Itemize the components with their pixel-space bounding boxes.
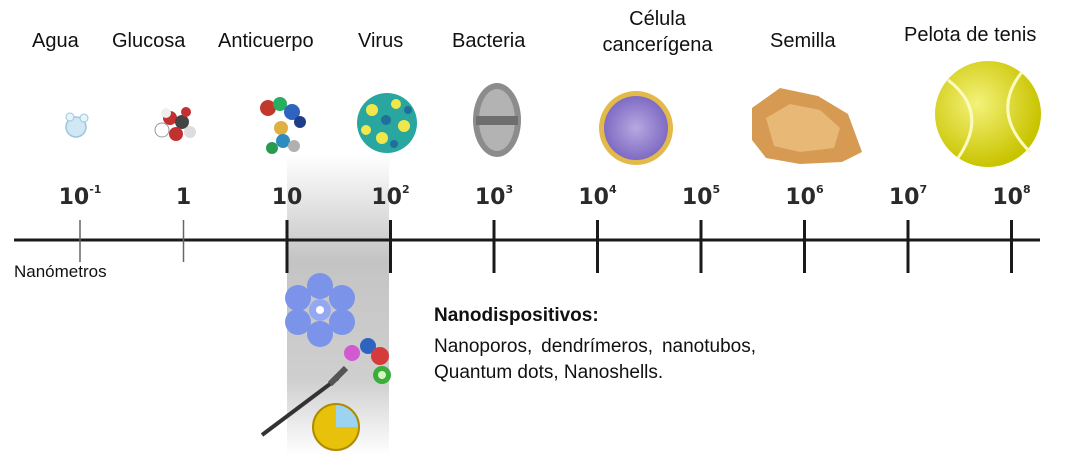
tick-label: 105 <box>682 185 720 210</box>
tick-label: 10-1 <box>59 185 102 210</box>
glucose-molecule-image <box>155 107 196 141</box>
tick-label-exponent: 7 <box>919 183 927 196</box>
tick-label: 107 <box>889 185 927 210</box>
tick-label-base: 10 <box>475 185 506 210</box>
unit-label: Nanómetros <box>14 262 107 282</box>
tick-label: 103 <box>475 185 513 210</box>
tick-label: 10 <box>272 185 303 210</box>
cancer-cell-image <box>599 91 673 165</box>
tennis-ball-image <box>935 61 1041 167</box>
virus-image <box>357 93 417 153</box>
tick-label: 1 <box>176 185 191 210</box>
nanodevices-title: Nanodispositivos: <box>434 305 599 327</box>
tick-label-base: 10 <box>889 185 920 210</box>
tick-label: 104 <box>578 185 616 210</box>
water-molecule-image <box>66 113 88 137</box>
tick-label-base: 10 <box>59 185 90 210</box>
tick-marks <box>80 220 1012 273</box>
nanodevices-description: Nanoporos, dendrímeros, nanotubos, Quant… <box>434 334 756 386</box>
tick-label-exponent: -1 <box>89 183 101 196</box>
tick-label-base: 10 <box>682 185 713 210</box>
tick-label-exponent: 5 <box>712 183 720 196</box>
antibody-image <box>260 97 306 154</box>
nanoshell-image <box>313 404 359 450</box>
tick-label-exponent: 4 <box>609 183 617 196</box>
tick-label: 106 <box>785 185 823 210</box>
tick-label-base: 10 <box>272 185 303 210</box>
tick-label: 108 <box>992 185 1030 210</box>
tick-label-exponent: 2 <box>402 183 410 196</box>
bacteria-image <box>473 83 521 157</box>
tick-label-base: 10 <box>785 185 816 210</box>
tick-label-exponent: 3 <box>505 183 513 196</box>
seed-image <box>752 88 862 164</box>
tick-label-base: 1 <box>176 185 191 210</box>
tick-label-base: 10 <box>578 185 609 210</box>
tick-label-exponent: 6 <box>816 183 824 196</box>
tick-label: 102 <box>371 185 409 210</box>
tick-label-base: 10 <box>371 185 402 210</box>
tick-label-exponent: 8 <box>1023 183 1031 196</box>
tick-label-base: 10 <box>992 185 1023 210</box>
